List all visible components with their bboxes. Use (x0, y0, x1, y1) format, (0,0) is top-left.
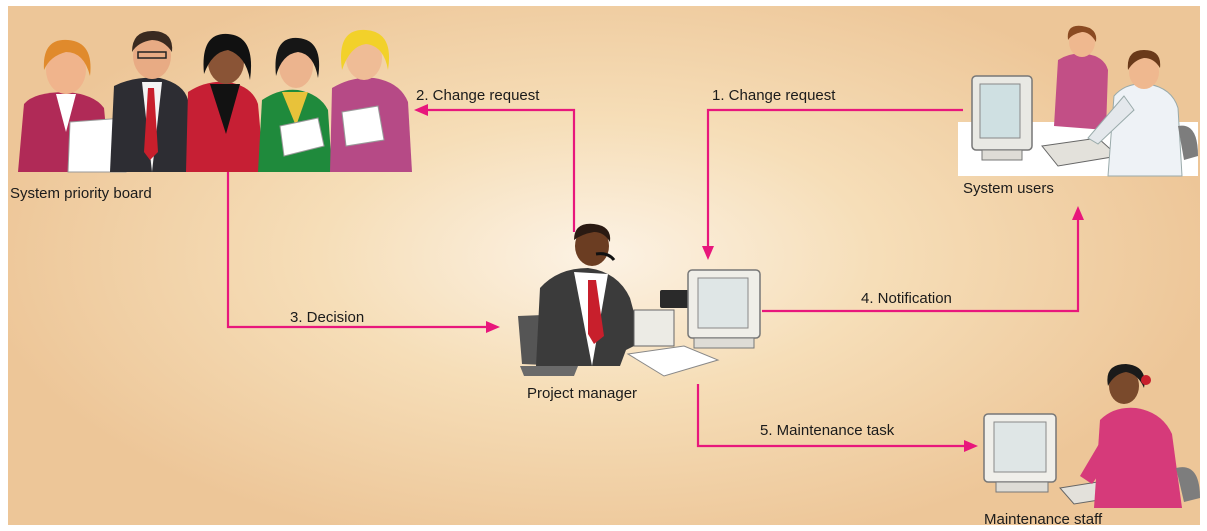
board-members-illustration (18, 29, 412, 173)
flow-2-connector (426, 108, 576, 232)
project-manager-illustration (518, 223, 761, 377)
flow-3-label: 3. Decision (290, 309, 365, 326)
flow-3-arrowhead (486, 321, 500, 333)
node-label-manager: Project manager (527, 385, 638, 402)
flow-4-arrowhead (1072, 206, 1084, 220)
flow-4-label: 4. Notification (861, 290, 952, 307)
flow-5-connector (696, 384, 966, 448)
flow-2-arrowhead (414, 104, 428, 116)
diagram-canvas: System priority board System users Proje… (8, 6, 1200, 525)
flow-3-connector (226, 166, 486, 329)
connector-layer (226, 104, 1084, 452)
flow-4-connector (762, 218, 1080, 313)
maintenance-staff-illustration (983, 364, 1200, 508)
node-label-users: System users (963, 180, 1054, 197)
node-label-board: System priority board (10, 185, 152, 202)
flow-1-arrowhead (702, 246, 714, 260)
flow-5-arrowhead (964, 440, 978, 452)
system-users-illustration (958, 25, 1198, 177)
flow-2-label: 2. Change request (416, 87, 540, 104)
flow-1-label: 1. Change request (712, 87, 836, 104)
flow-1-connector (706, 108, 963, 248)
flow-5-label: 5. Maintenance task (760, 422, 895, 439)
node-label-staff: Maintenance staff (984, 511, 1103, 525)
